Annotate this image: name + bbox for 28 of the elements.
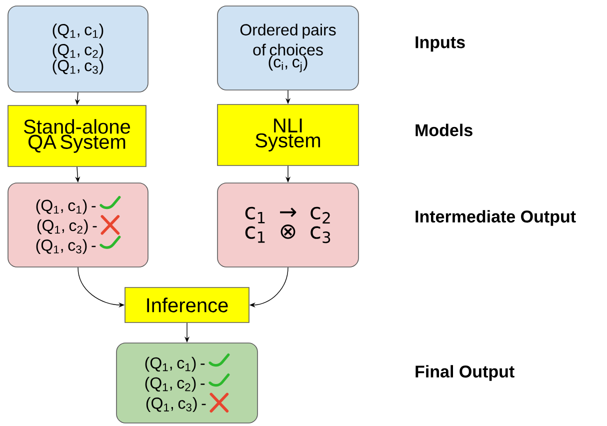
box-text: Ordered pairs of choices: [240, 24, 336, 56]
box-text: (c$_{i}$, c$_{j}$): [268, 56, 308, 72]
box-text: Stand-alone QA System: [24, 119, 130, 153]
box-text: (Q$_{1}$, c$_{2}$) -: [145, 376, 205, 392]
box-text: (Q$_{1}$, c$_{3}$) -: [146, 397, 206, 412]
box-text: (Q$_{1}$, c$_{2}$) -: [37, 219, 97, 234]
box-text: (Q$_{1}$, c$_{2}$): [52, 44, 104, 58]
output-box: [8, 182, 148, 268]
box-text: (Q$_{1}$, c$_{1}$) -: [145, 356, 205, 372]
box-text: (Q$_{1}$, c$_{1}$): [52, 24, 104, 38]
box-text: (Q$_{1}$, c$_{3}$) -: [36, 239, 96, 254]
output-box: [217, 182, 359, 268]
output-box: [116, 342, 258, 424]
stage-label: Final Output: [416, 365, 514, 381]
input-box: [8, 6, 148, 92]
stage-label: Intermediate Output: [416, 210, 576, 226]
box-text: c$_{1}$ → c$_{2}$: [245, 206, 330, 224]
stage-label: Models: [416, 124, 472, 136]
box-text: (Q$_{1}$, c$_{3}$): [52, 60, 104, 74]
stage-label: Inputs: [416, 36, 465, 52]
box-text: c$_{1}$ ⊗ c$_{3}$: [245, 224, 330, 244]
box-text: NLI System: [256, 118, 320, 152]
process-box: [217, 104, 359, 166]
input-box: [217, 6, 359, 90]
process-box: [124, 287, 250, 323]
box-text: (Q$_{1}$, c$_{1}$) -: [36, 199, 96, 214]
box-text: Inference: [147, 298, 228, 312]
process-box: [8, 105, 146, 167]
